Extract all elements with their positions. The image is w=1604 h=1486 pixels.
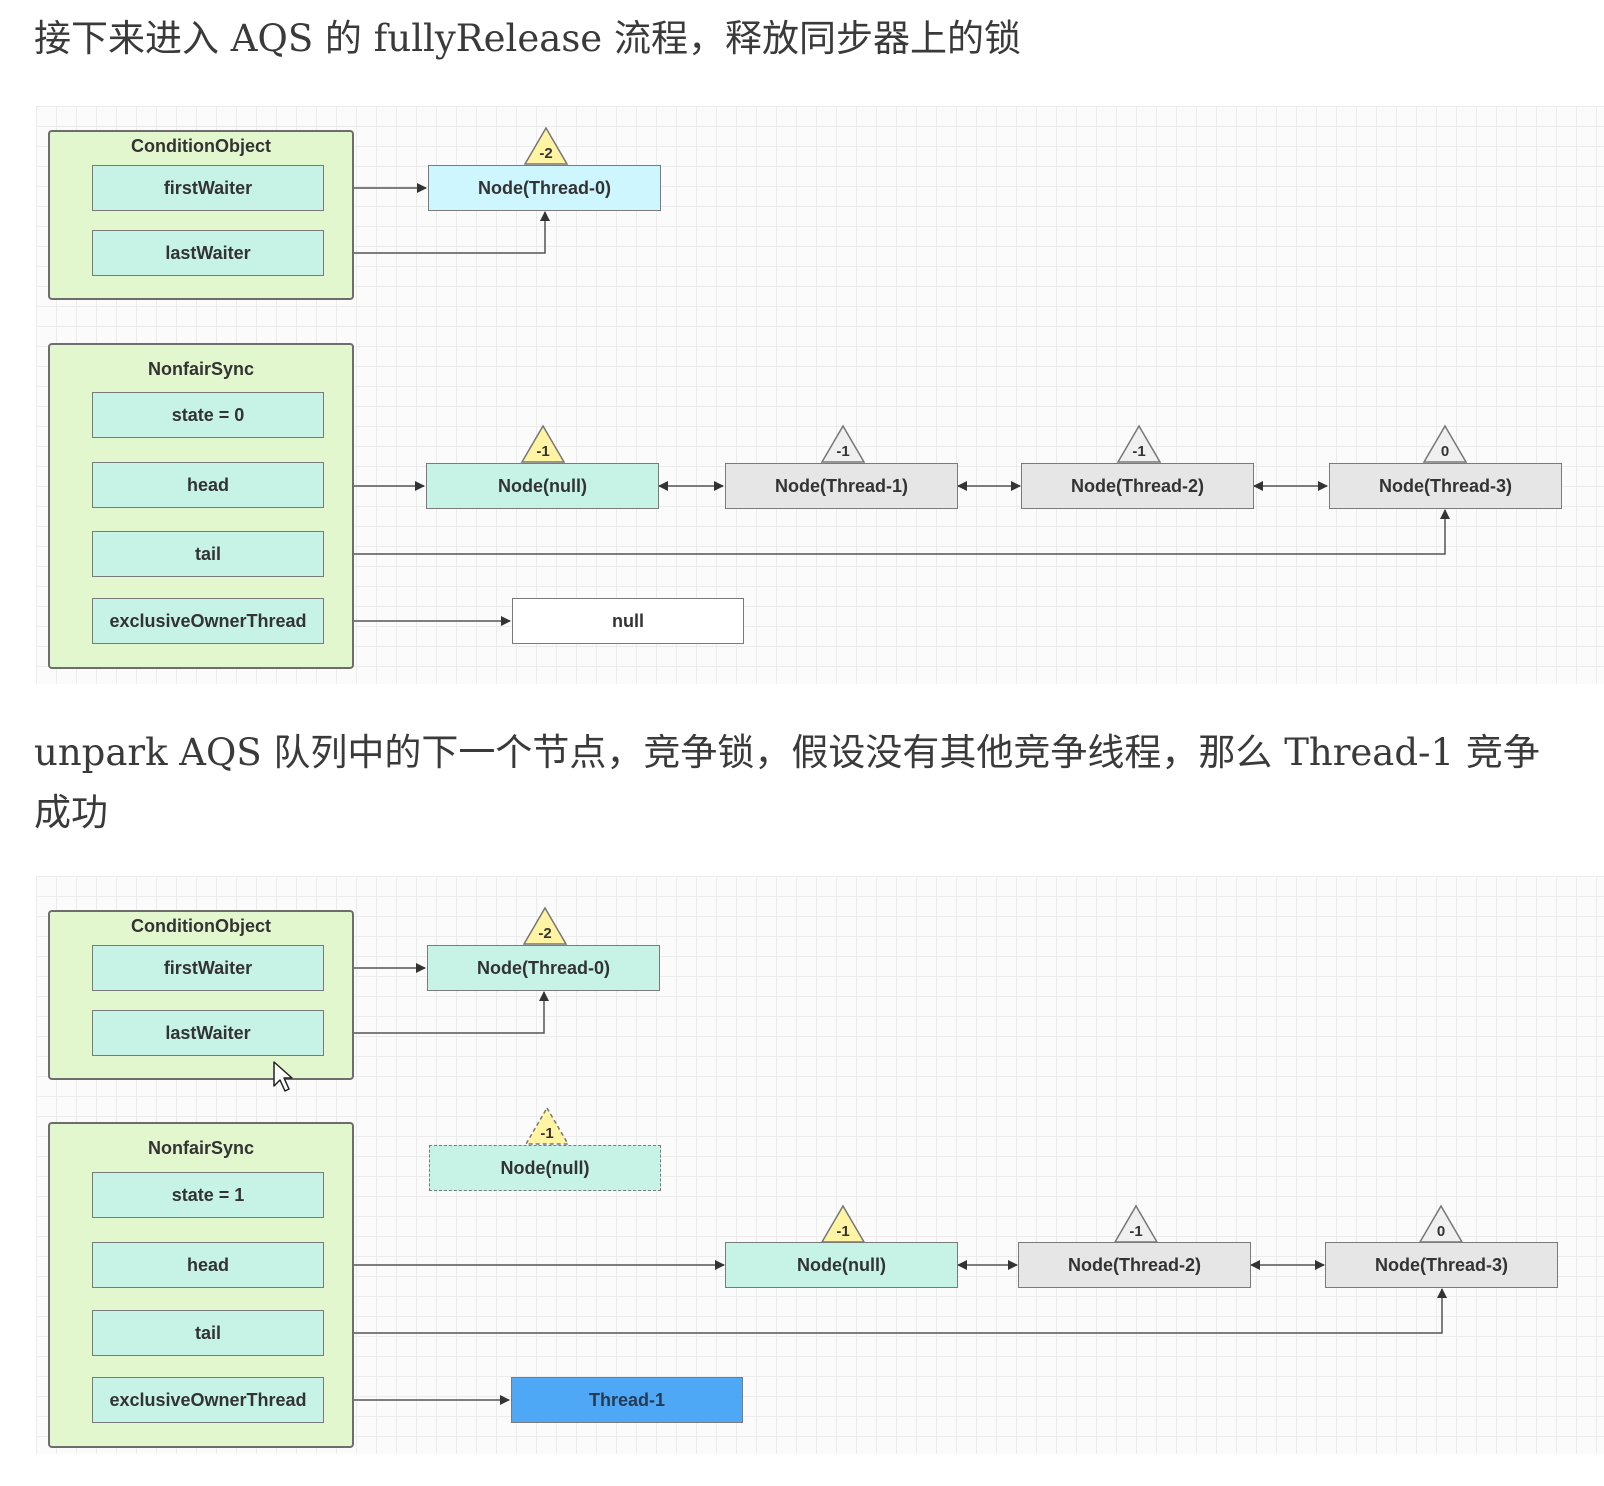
waiter-node: Node(Thread-0) [427,945,660,991]
status-triangle: 0 [1422,424,1468,464]
status-triangle: -1 [524,1106,570,1146]
arrow-tail-to-node3 [326,1288,1447,1338]
head-field: head [92,1242,324,1288]
head-field: head [92,462,324,508]
waiter-node: Node(Thread-0) [428,165,661,211]
last-waiter-field: lastWaiter [92,1010,324,1056]
arrow-tail-to-node3 [326,509,1450,559]
arrow-lastwaiter-to-node [324,211,550,254]
paragraph-unpark-continued: 成功 [34,791,108,834]
first-waiter-field: firstWaiter [92,165,324,211]
paragraph-fully-release: 接下来进入 AQS 的 fullyRelease 流程，释放同步器上的锁 [34,17,1021,60]
status-triangle: -1 [1116,424,1162,464]
state-field: state = 0 [92,392,324,438]
status-triangle: 0 [1418,1204,1464,1244]
queue-node: Node(null) [426,463,659,509]
queue-node: Node(Thread-2) [1021,463,1254,509]
diagram-after-unpark: ConditionObject firstWaiter lastWaiter -… [0,876,1604,1454]
status-triangle: -1 [520,424,566,464]
status-triangle: -2 [522,906,568,946]
status-triangle: -1 [820,1204,866,1244]
paragraph-unpark: unpark AQS 队列中的下一个节点，竞争锁，假设没有其他竞争线程，那么 T… [34,731,1540,774]
queue-node: Node(Thread-1) [725,463,958,509]
mouse-cursor-icon [273,1061,293,1092]
condition-object-title: ConditionObject [131,916,271,936]
detached-node: Node(null) [429,1145,661,1191]
owner-thread-box: Thread-1 [511,1377,743,1423]
diagram-wires [324,183,1450,626]
queue-node: Node(Thread-3) [1325,1242,1558,1288]
status-triangle: -2 [523,126,569,166]
exclusive-owner-thread-field: exclusiveOwnerThread [92,1377,324,1423]
tail-field: tail [92,1310,324,1356]
status-triangle: -1 [1113,1204,1159,1244]
status-triangle: -1 [820,424,866,464]
exclusive-owner-thread-field: exclusiveOwnerThread [92,598,324,644]
last-waiter-field: lastWaiter [92,230,324,276]
queue-node: Node(Thread-3) [1329,463,1562,509]
state-field: state = 1 [92,1172,324,1218]
tail-field: tail [92,531,324,577]
first-waiter-field: firstWaiter [92,945,324,991]
diagram-before-unpark: ConditionObject firstWaiter lastWaiter -… [0,106,1604,684]
queue-node: Node(Thread-2) [1018,1242,1251,1288]
owner-null-box: null [512,598,744,644]
arrow-lastwaiter-to-node [324,991,549,1034]
queue-node: Node(null) [725,1242,958,1288]
diagram-wires [324,963,1447,1405]
nonfair-sync-title: NonfairSync [147,359,255,379]
condition-object-title: ConditionObject [131,136,271,156]
nonfair-sync-title: NonfairSync [147,1138,255,1158]
